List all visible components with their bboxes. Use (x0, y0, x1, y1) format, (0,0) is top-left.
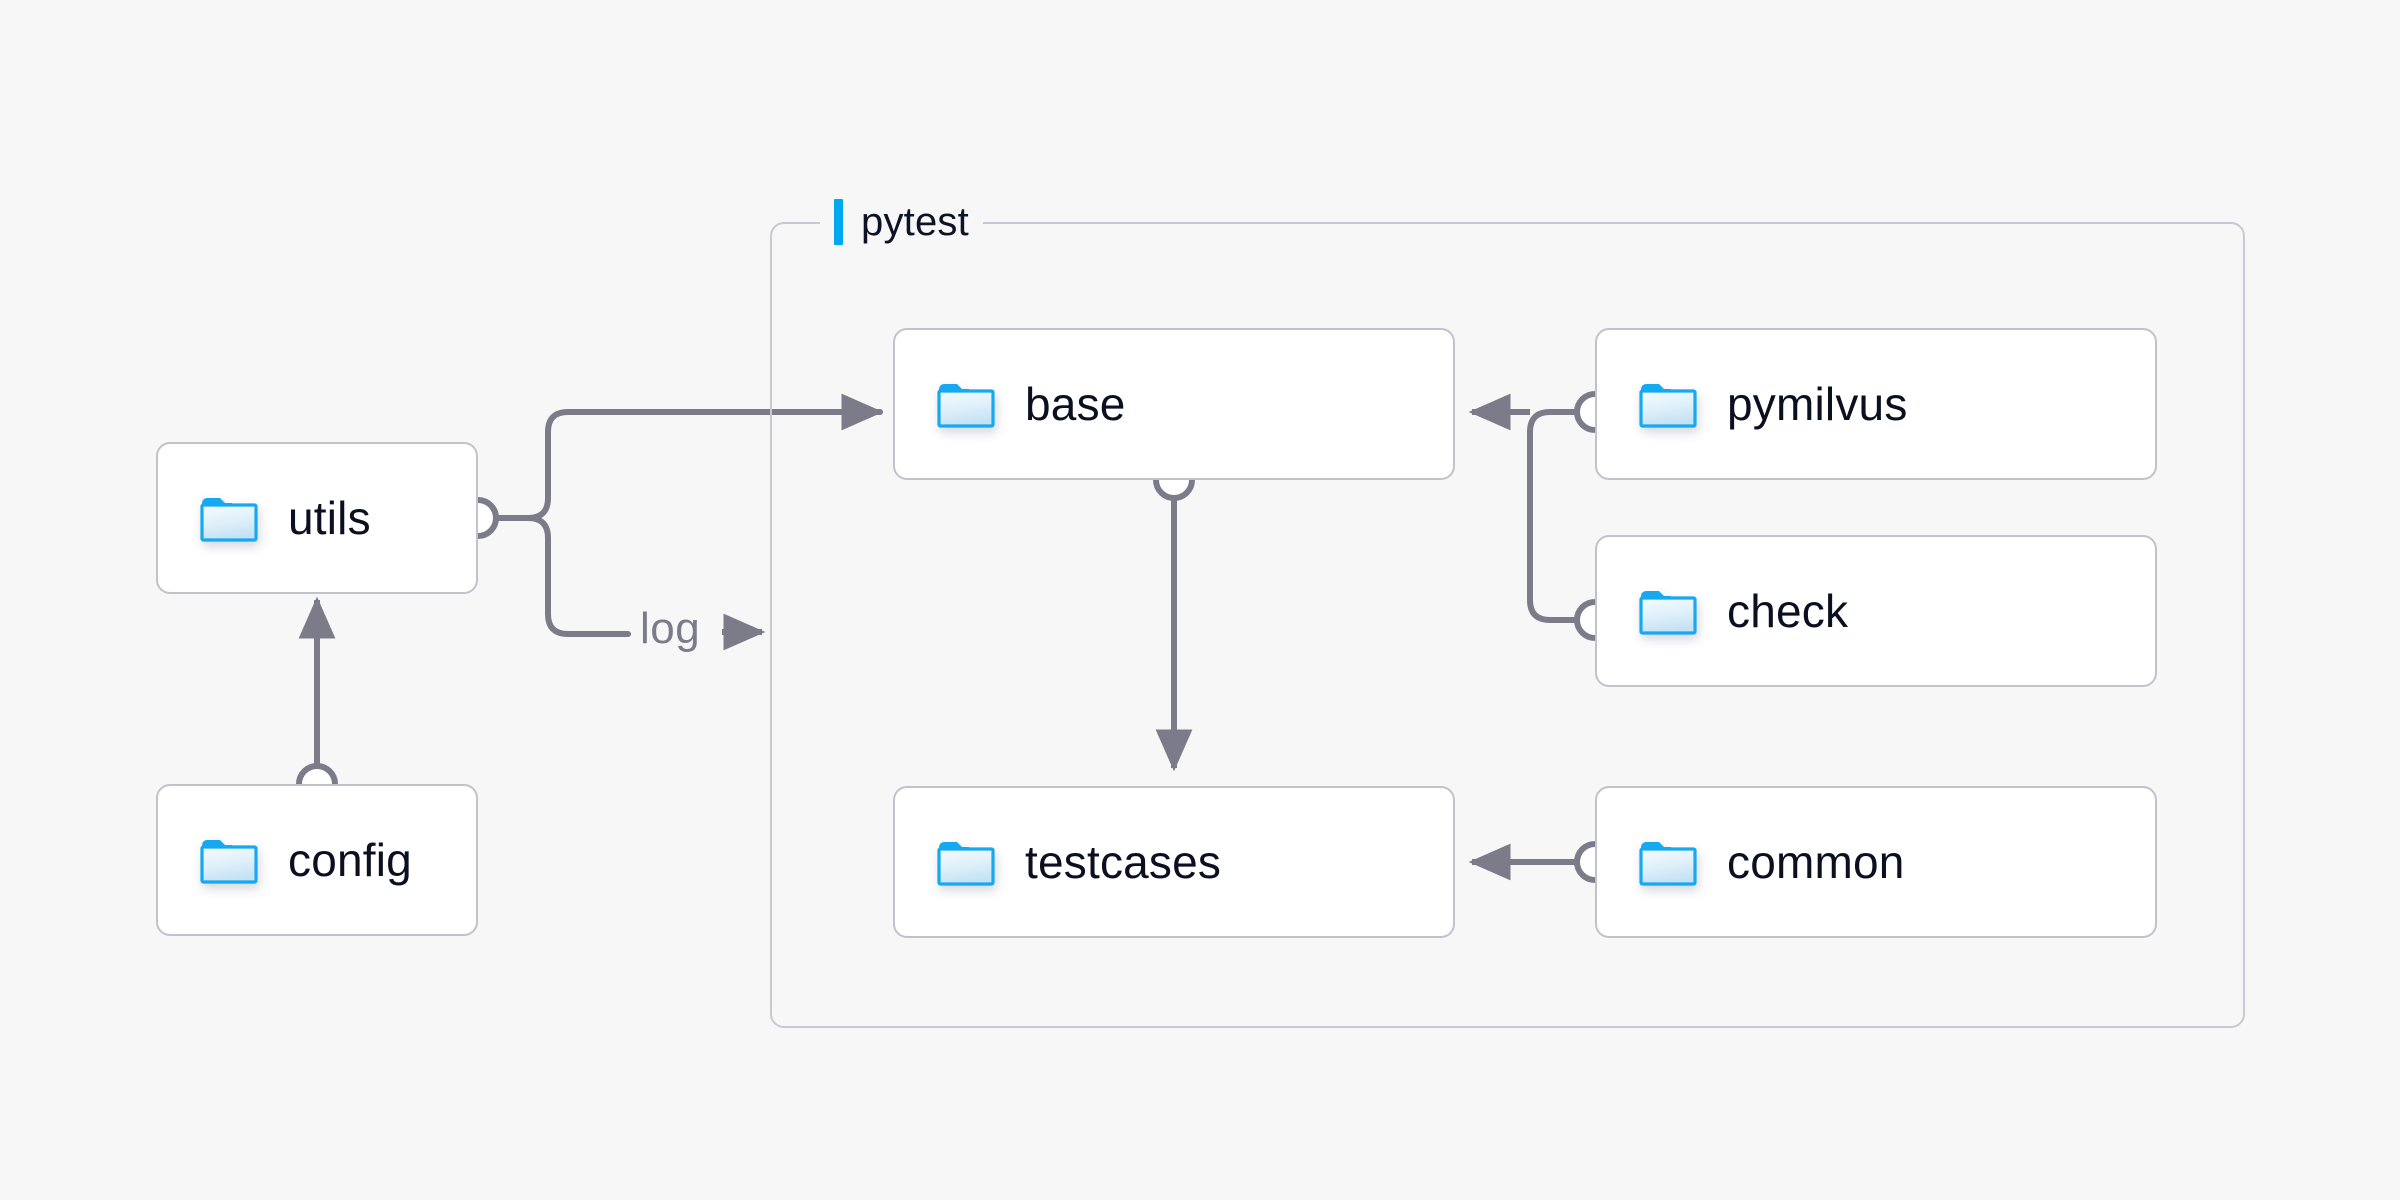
node-label: config (288, 834, 412, 886)
folder-icon (1639, 380, 1697, 428)
node-pymilvus[interactable]: pymilvus (1595, 328, 2157, 480)
node-check[interactable]: check (1595, 535, 2157, 687)
node-common[interactable]: common (1595, 786, 2157, 938)
edge-config-to-utils (296, 596, 338, 805)
node-testcases[interactable]: testcases (893, 786, 1455, 938)
group-accent-bar (834, 199, 843, 245)
node-label: testcases (1025, 836, 1222, 888)
folder-icon (937, 838, 995, 886)
group-label-pytest: pytest (820, 196, 983, 248)
node-config[interactable]: config (156, 784, 478, 936)
edge-utils-to-log (525, 515, 631, 637)
node-utils[interactable]: utils (156, 442, 478, 594)
node-label: check (1727, 585, 1849, 637)
folder-icon (1639, 587, 1697, 635)
folder-icon (937, 380, 995, 428)
node-base[interactable]: base (893, 328, 1455, 480)
edge-label-log: log (640, 604, 701, 653)
group-label-text: pytest (861, 199, 969, 244)
node-label: pymilvus (1727, 378, 1908, 430)
group-container-pytest (770, 222, 2245, 1028)
folder-icon (200, 494, 258, 542)
folder-icon (200, 836, 258, 884)
node-label: base (1025, 378, 1126, 430)
folder-icon (1639, 838, 1697, 886)
node-label: utils (288, 492, 371, 544)
node-label: common (1727, 836, 1905, 888)
